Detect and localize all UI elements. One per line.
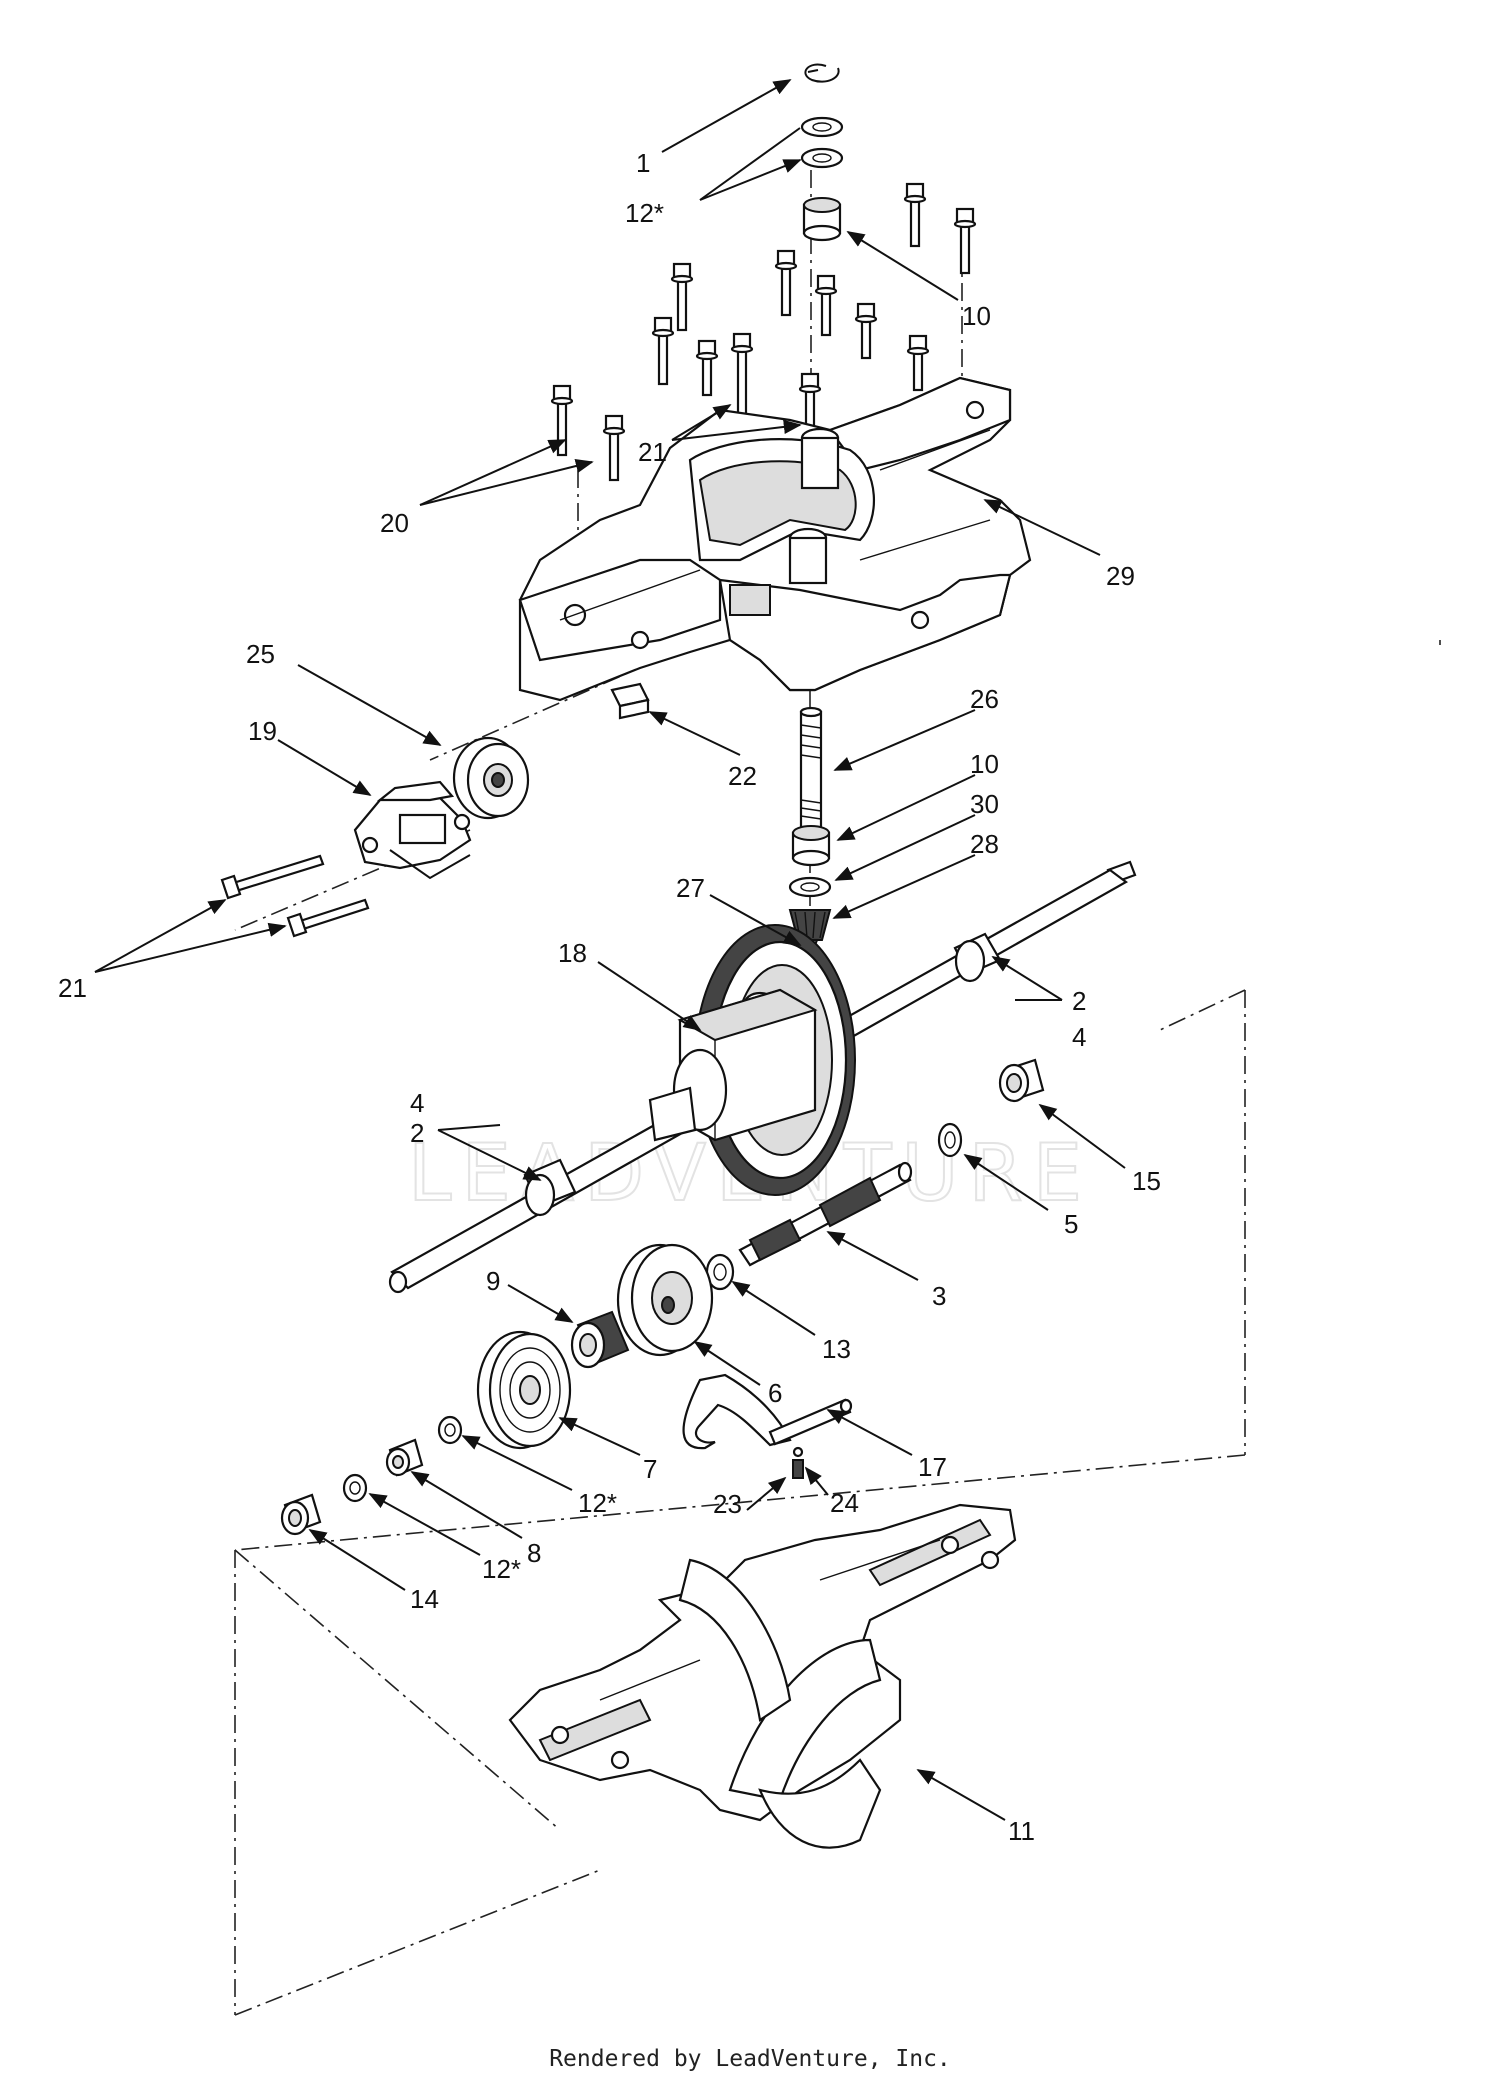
callout-27: 27 bbox=[676, 873, 705, 903]
callout-17: 17 bbox=[918, 1452, 947, 1482]
splined-shaft-part bbox=[738, 1161, 913, 1267]
callout-20: 20 bbox=[380, 508, 409, 538]
housing-bolt bbox=[903, 182, 927, 248]
washer-part-5 bbox=[937, 1122, 963, 1158]
housing-bolt bbox=[814, 274, 838, 337]
housing-bolt bbox=[670, 262, 694, 332]
bolts-group bbox=[550, 182, 977, 482]
callout-30: 30 bbox=[970, 789, 999, 819]
washer-part-12-low bbox=[342, 1473, 368, 1503]
callout-21a: 21 bbox=[638, 437, 667, 467]
callout-26: 26 bbox=[970, 684, 999, 714]
bushing-part-14 bbox=[280, 1493, 322, 1536]
callout-28: 28 bbox=[970, 829, 999, 859]
bearing-part-top bbox=[802, 197, 842, 242]
input-shaft-part bbox=[799, 706, 823, 829]
gear-part-7 bbox=[476, 1330, 572, 1450]
housing-bolt bbox=[651, 316, 675, 386]
disc-part-6 bbox=[616, 1243, 714, 1357]
callout-13: 13 bbox=[822, 1334, 851, 1364]
bushing-part-15 bbox=[998, 1058, 1045, 1103]
callout-12c: 12* bbox=[482, 1554, 521, 1584]
housing-bolt bbox=[602, 414, 626, 482]
callout-3: 3 bbox=[932, 1281, 946, 1311]
callout-12b: 12* bbox=[578, 1488, 617, 1518]
key-part bbox=[610, 682, 650, 720]
callout-18: 18 bbox=[558, 938, 587, 968]
callout-22: 22 bbox=[728, 761, 757, 791]
upper-housing-part bbox=[518, 376, 1032, 702]
callout-1: 1 bbox=[636, 148, 650, 178]
flange-part bbox=[452, 736, 530, 820]
e-clip-part bbox=[804, 63, 840, 83]
callout-2a: 2 bbox=[1072, 986, 1086, 1016]
callout-19: 19 bbox=[248, 716, 277, 746]
footer-credit: Rendered by LeadVenture, Inc. bbox=[549, 2046, 951, 2072]
callout-11: 11 bbox=[1008, 1816, 1035, 1846]
bearing-part-mid bbox=[791, 825, 831, 867]
callout-25: 25 bbox=[246, 639, 275, 669]
callout-4a: 4 bbox=[1072, 1022, 1086, 1052]
washer-part-30 bbox=[788, 876, 832, 898]
shift-collar-part bbox=[570, 1310, 630, 1369]
housing-bolt bbox=[854, 302, 878, 360]
callout-6: 6 bbox=[768, 1378, 782, 1408]
callout-10a: 10 bbox=[962, 301, 991, 331]
callout-5: 5 bbox=[1064, 1209, 1078, 1239]
set-screw-part bbox=[792, 1446, 804, 1479]
callout-9: 9 bbox=[486, 1266, 500, 1296]
housing-bolt bbox=[695, 339, 719, 397]
callout-8: 8 bbox=[527, 1538, 541, 1568]
callout-24: 24 bbox=[830, 1488, 859, 1518]
washer-part-12-mid bbox=[437, 1415, 463, 1445]
callout-2b: 2 bbox=[410, 1118, 424, 1148]
long-bolts-part bbox=[220, 854, 370, 938]
callout-labels: 1 12* 10 21 20 29 25 19 22 26 10 30 28 2… bbox=[58, 148, 1161, 1846]
callout-10b: 10 bbox=[970, 749, 999, 779]
differential-axle-part bbox=[388, 860, 1137, 1294]
callout-29: 29 bbox=[1106, 561, 1135, 591]
leader-arrows bbox=[94, 79, 1126, 1821]
washers-part-top bbox=[800, 116, 844, 169]
callout-21b: 21 bbox=[58, 973, 87, 1003]
callout-7: 7 bbox=[643, 1454, 657, 1484]
housing-bolt bbox=[730, 332, 754, 416]
housing-bolt bbox=[953, 207, 977, 275]
lower-housing-part bbox=[508, 1503, 1017, 1849]
shift-bracket-part bbox=[353, 780, 472, 880]
callout-4b: 4 bbox=[410, 1088, 424, 1118]
callout-15: 15 bbox=[1132, 1166, 1161, 1196]
housing-bolt bbox=[906, 334, 930, 392]
housing-bolt bbox=[550, 384, 574, 457]
callout-14: 14 bbox=[410, 1584, 439, 1614]
callout-23: 23 bbox=[713, 1489, 742, 1519]
housing-bolt bbox=[774, 249, 798, 317]
bushing-part-8 bbox=[385, 1438, 424, 1477]
callout-12a: 12* bbox=[625, 198, 664, 228]
